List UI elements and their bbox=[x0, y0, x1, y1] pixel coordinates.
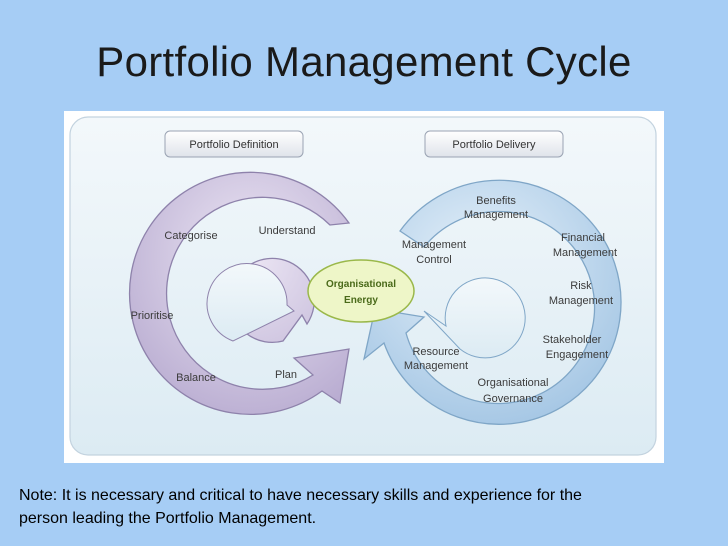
stakeholder-label-1: Stakeholder bbox=[543, 334, 602, 346]
resource-label-2: Management bbox=[404, 360, 468, 372]
balance-label: Balance bbox=[176, 372, 216, 384]
stakeholder-label-2: Engagement bbox=[546, 349, 608, 361]
portfolio-delivery-header: Portfolio Delivery bbox=[424, 130, 564, 158]
portfolio-cycle-diagram: Portfolio Definition Portfolio Delivery … bbox=[69, 116, 657, 456]
slide-title: Portfolio Management Cycle bbox=[96, 38, 632, 85]
prioritise-label: Prioritise bbox=[131, 310, 174, 322]
understand-label: Understand bbox=[259, 225, 316, 237]
financial-label-2: Management bbox=[553, 247, 617, 259]
governance-label-2: Governance bbox=[483, 393, 543, 405]
portfolio-definition-header: Portfolio Definition bbox=[164, 130, 304, 158]
right-cycle-arrow bbox=[362, 179, 622, 425]
footnote-line-2: person leading the Portfolio Management. bbox=[19, 510, 317, 527]
right-cycle-hole bbox=[423, 277, 526, 359]
management-control-label-2: Control bbox=[416, 254, 451, 266]
portfolio-delivery-label: Portfolio Delivery bbox=[452, 139, 536, 151]
diagram-panel: Portfolio Definition Portfolio Delivery … bbox=[64, 111, 664, 463]
benefits-label-1: Benefits bbox=[476, 195, 516, 207]
plan-label: Plan bbox=[275, 369, 297, 381]
risk-label-2: Management bbox=[549, 295, 613, 307]
financial-label-1: Financial bbox=[561, 232, 605, 244]
management-control-label-1: Management bbox=[402, 239, 466, 251]
risk-label-1: Risk bbox=[570, 280, 592, 292]
footnote: Note: It is necessary and critical to ha… bbox=[19, 484, 719, 530]
organisational-energy-badge: Organisational Energy bbox=[307, 259, 415, 323]
organisational-energy-label-2: Energy bbox=[344, 295, 378, 306]
resource-label-1: Resource bbox=[412, 346, 459, 358]
left-cycle-hole bbox=[206, 263, 295, 342]
footnote-line-1: Note: It is necessary and critical to ha… bbox=[19, 487, 582, 504]
benefits-label-2: Management bbox=[464, 209, 528, 221]
portfolio-definition-label: Portfolio Definition bbox=[189, 139, 278, 151]
categorise-label: Categorise bbox=[164, 230, 217, 242]
governance-label-1: Organisational bbox=[478, 377, 549, 389]
organisational-energy-label-1: Organisational bbox=[326, 279, 396, 290]
